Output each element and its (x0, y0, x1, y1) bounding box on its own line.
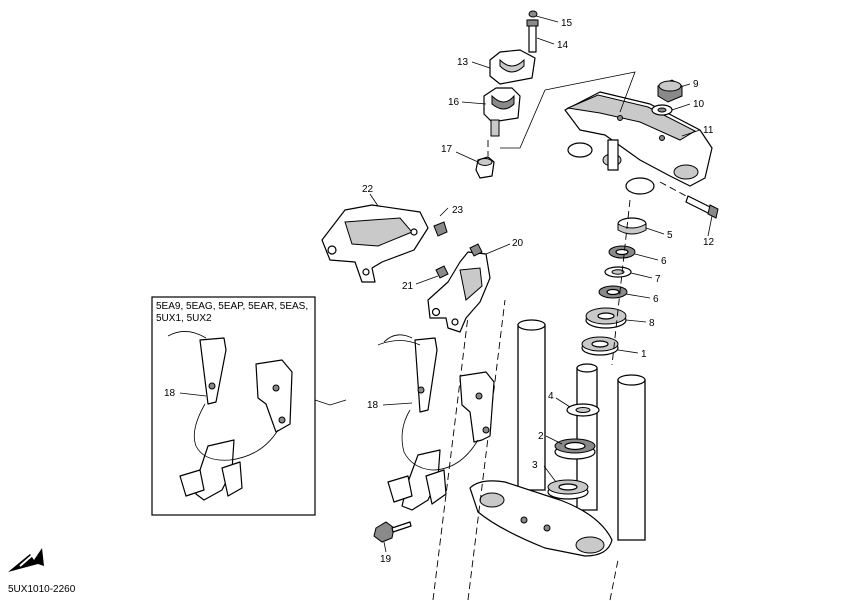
callout-4: 4 (548, 391, 554, 402)
variant-models-line2: 5UX1, 5UX2 (156, 313, 212, 324)
callout-22: 22 (362, 184, 374, 195)
variant-models-line1: 5EA9, 5EAG, 5EAP, 5EAR, 5EAS, (156, 301, 308, 312)
variant-inset: 5EA9, 5EAG, 5EAP, 5EAR, 5EAS, 5UX1, 5UX2 (151, 296, 347, 516)
callout-21: 21 (402, 281, 414, 292)
callout-6-lower: 6 (653, 294, 659, 305)
callout-12: 12 (703, 237, 715, 248)
callout-19: 19 (380, 554, 392, 565)
fwd-arrow-icon (8, 548, 44, 572)
fork-assembly (432, 299, 646, 601)
callout-18-main: 18 (367, 400, 379, 411)
drawing-code: 5UX1010-2260 (8, 584, 76, 595)
callout-16: 16 (448, 97, 460, 108)
cap-nut-washer (651, 79, 683, 116)
headlight-stay (321, 204, 448, 283)
callout-18-inset: 18 (164, 388, 176, 399)
callout-1: 1 (641, 349, 647, 360)
callout-14: 14 (557, 40, 569, 51)
callout-2: 2 (538, 431, 544, 442)
callout-8: 8 (649, 318, 655, 329)
callout-23: 23 (452, 205, 464, 216)
under-bracket (469, 480, 613, 557)
handlebar-holders (475, 10, 636, 179)
callout-3: 3 (532, 460, 538, 471)
callout-17: 17 (441, 144, 453, 155)
callout-6-upper: 6 (661, 256, 667, 267)
callout-20: 20 (512, 238, 524, 249)
callout-13: 13 (457, 57, 469, 68)
callout-numbers: 1 2 3 4 5 6 6 7 8 9 10 11 12 13 14 15 16… (164, 18, 715, 565)
meter-stay (427, 243, 491, 333)
pinch-bolt (659, 181, 719, 219)
leader-lines (179, 15, 713, 553)
callout-5: 5 (667, 230, 673, 241)
right-fork-tube (617, 379, 646, 541)
callout-10: 10 (693, 99, 705, 110)
callout-11: 11 (703, 125, 714, 136)
upper-bracket (564, 91, 713, 195)
callout-7: 7 (655, 274, 661, 285)
bearing-stack (547, 199, 647, 500)
callout-9: 9 (693, 79, 699, 90)
harness-bracket-main (373, 334, 495, 543)
callout-15: 15 (561, 18, 573, 29)
